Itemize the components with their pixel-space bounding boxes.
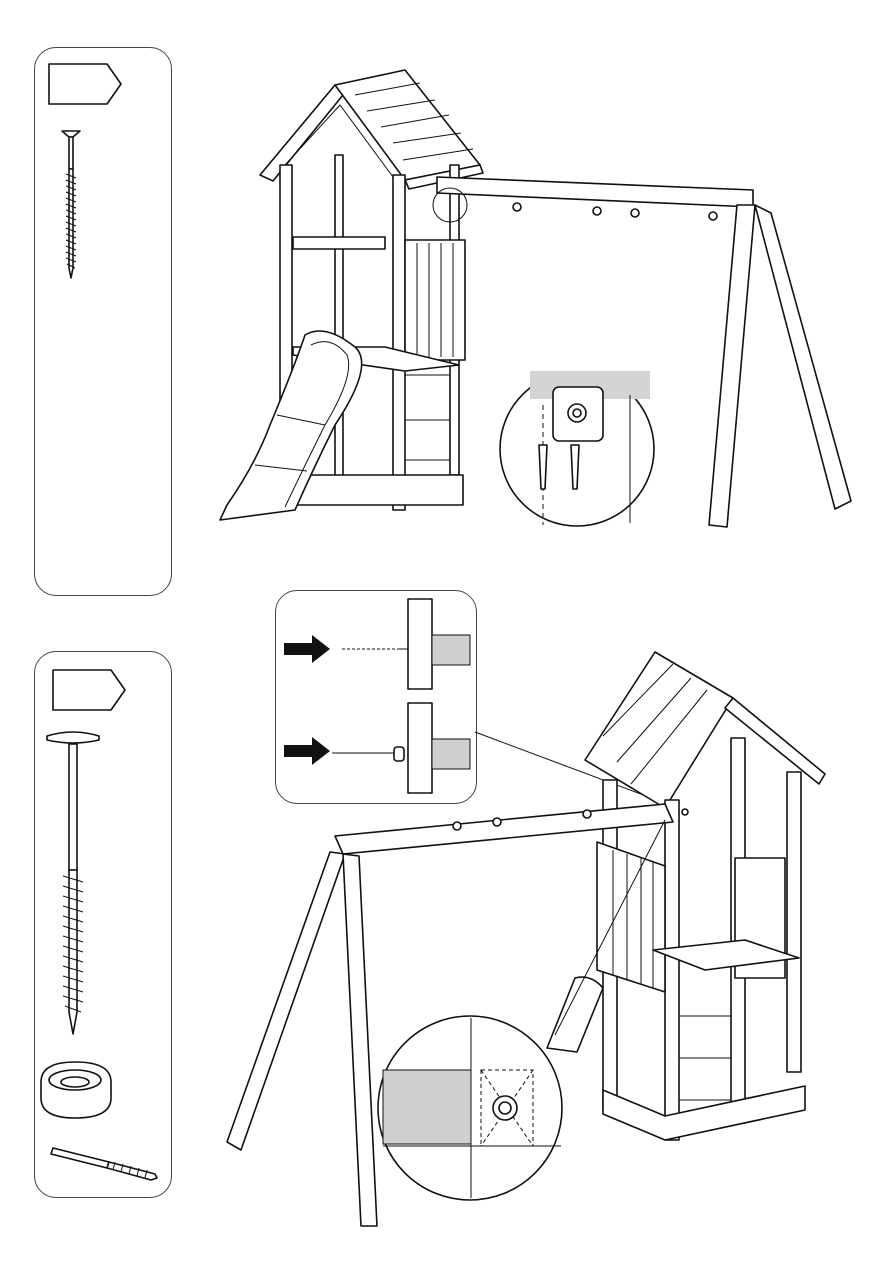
zoom-detail-1 <box>500 371 654 526</box>
parts-panel-step-2 <box>34 651 172 1198</box>
wood-screw-icon <box>57 128 87 288</box>
playset-step-2-illustration <box>225 640 845 1230</box>
lag-bolt-icon <box>41 728 111 1048</box>
parts-panel-step-1 <box>34 47 172 596</box>
part-tag-arrow-icon-2 <box>51 666 131 716</box>
cap-nut-cover-icon <box>35 1052 125 1122</box>
zoom-detail-2 <box>378 1016 562 1200</box>
playset-step-1-illustration <box>215 65 855 535</box>
swing-beam-2 <box>335 804 688 854</box>
part-tag-arrow-icon <box>47 60 127 110</box>
swing-beam <box>437 177 753 220</box>
drill-bit-icon <box>51 1142 171 1182</box>
